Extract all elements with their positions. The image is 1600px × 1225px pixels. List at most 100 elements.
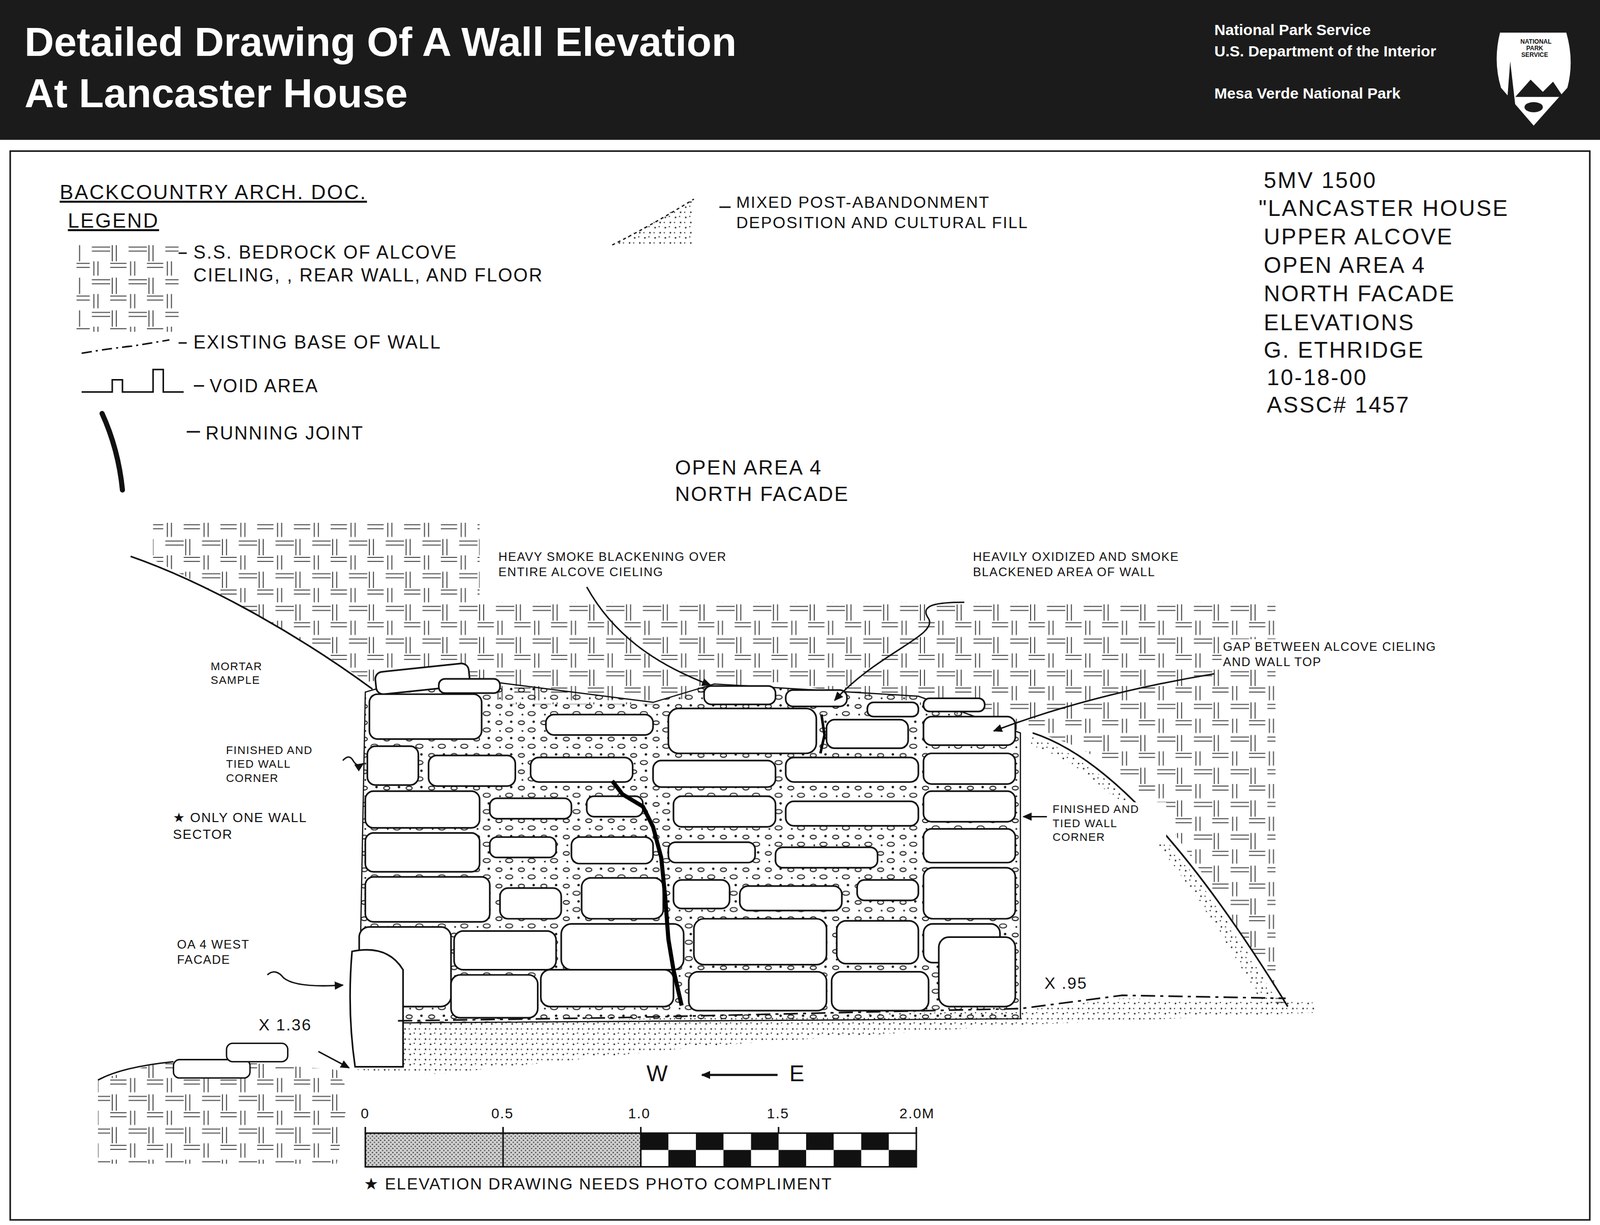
legend-samples [612,199,694,245]
masonry-wall [938,936,1016,1007]
direction-letter: E [787,1059,808,1087]
scale-bar [806,1132,834,1150]
masonry-wall [693,918,827,965]
legend-samples [81,369,184,392]
drawing-title: OPEN AREA 4 [673,455,824,481]
note: ★ ONLY ONE WALL SECTOR [171,809,349,843]
scale-number: 0.5 [489,1104,516,1123]
masonry-wall [867,701,919,717]
fill-deposition [226,1042,288,1062]
direction-letter: W [645,1059,671,1087]
masonry-wall [923,867,1016,919]
masonry-wall [454,930,557,970]
scale-bar [695,1132,724,1150]
scale-bar [833,1149,861,1167]
masonry-wall [923,753,1016,784]
agency-name: National Park Service [1214,20,1371,40]
annotation: FINISHED AND TIED WALL CORNER [1050,802,1167,845]
leader-lines [834,601,965,700]
scale-number: 2.0M [898,1104,937,1123]
drawing-title: NORTH FACADE [673,481,851,507]
nps-arrowhead-logo [1506,61,1517,115]
scale-bar [668,1149,696,1167]
masonry-wall [704,685,776,704]
department-name: U.S. Department of the Interior [1214,41,1437,61]
masonry-wall [820,714,825,753]
leader-lines [586,586,711,685]
annotation: HEAVY SMOKE BLACKENING OVER ENTIRE ALCOV… [496,549,750,580]
masonry-wall [489,837,557,858]
annotation: GAP BETWEEN ALCOVE CIELING AND WALL TOP [1221,638,1465,670]
site-info: 10-18-00 [1265,363,1369,392]
masonry-wall [365,832,480,872]
masonry-wall [369,693,482,739]
masonry-wall [668,708,817,753]
masonry-wall [923,790,1016,822]
scale-bar [778,1149,807,1167]
masonry-wall [857,879,919,901]
bedrock-hatch [152,522,1288,1011]
scale-bar [365,1126,917,1167]
leader-lines [267,971,343,986]
masonry-wall [581,877,664,919]
leader-lines [994,673,1215,731]
leader-lines [267,586,1214,1075]
leader-lines [342,756,364,765]
masonry-wall [923,716,1016,745]
site-info: "LANCASTER HOUSE [1257,194,1511,222]
legend-samples [102,413,123,491]
masonry-wall [826,719,909,748]
note: ★ ELEVATION DRAWING NEEDS PHOTO COMPLIME… [362,1173,835,1194]
masonry-wall [831,971,929,1011]
masonry-wall [349,949,403,1067]
masonry-wall [612,780,682,1006]
legend-samples [76,199,731,491]
masonry-wall [359,673,1021,1023]
legend-text: VOID AREA [208,374,320,398]
masonry-wall [499,887,562,919]
nps-arrowhead-logo [1496,32,1572,126]
masonry-wall [923,697,985,712]
site-info: OPEN AREA 4 [1262,250,1428,279]
masonry-wall [739,885,842,911]
nps-arrowhead-logo [1524,102,1543,113]
masonry-wall [349,662,1016,1067]
elevation-point: X .95 [1042,972,1090,994]
leader-lines [1023,815,1047,818]
site-info: NORTH FACADE [1262,279,1457,308]
site-info: ASSC# 1457 [1265,390,1412,419]
elevation-point: X 1.36 [257,1014,313,1035]
nps-arrowhead-logo [1515,79,1563,98]
masonry-wall [451,974,538,1018]
legend-text: MIXED POST-ABANDONMENT DEPOSITION AND CU… [734,192,1095,233]
fill-deposition [1030,737,1281,1009]
leader-lines [318,1050,349,1068]
nps-arrowhead-logo [1496,32,1572,126]
legend-samples [81,339,170,354]
annotation: FINISHED AND TIED WALL CORNER [224,743,342,786]
leader-lines [701,1073,778,1076]
masonry-wall [785,757,919,782]
scale-bar [888,1149,917,1167]
masonry-wall [489,797,572,819]
masonry-wall [365,876,490,922]
scale-bar [365,1126,917,1167]
masonry-wall [428,755,516,786]
scale-bar [861,1132,889,1150]
site-info: G. ETHRIDGE [1262,335,1426,364]
annotation: MORTAR SAMPLE [209,659,295,688]
legend-text: S.S. BEDROCK OF ALCOVE CIELING, , REAR W… [192,240,548,287]
masonry-wall [367,746,419,785]
content-frame [10,150,1590,1220]
bedrock-hatch [130,556,373,689]
masonry-wall [653,760,776,787]
masonry-wall [438,678,501,693]
scale-number: 1.5 [765,1104,791,1123]
legend-text: RUNNING JOINT [204,421,366,445]
site-info: 5MV 1500 [1262,166,1379,195]
masonry-wall [923,828,1016,862]
masonry-wall [673,795,776,827]
site-info: UPPER ALCOVE [1262,222,1455,251]
masonry-wall [530,757,633,782]
